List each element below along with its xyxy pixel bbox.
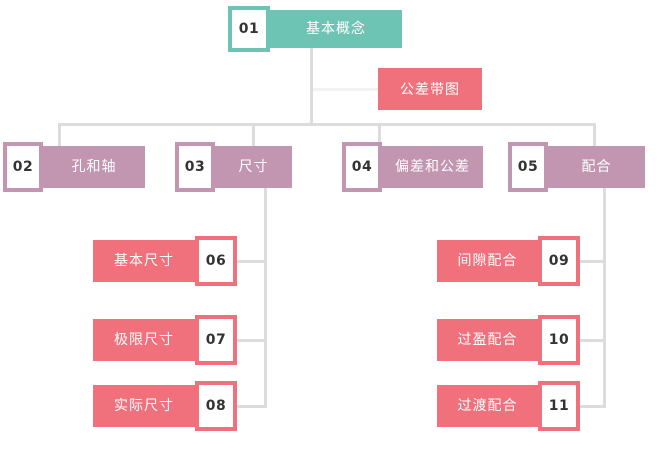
node-03-label: 尺寸 [215,146,292,188]
node-09-number: 09 [538,236,580,286]
connector-branch-11 [580,405,606,408]
connector-drop-03 [252,123,255,146]
node-11-label: 过渡配合 [437,385,538,427]
node-07-label: 极限尺寸 [93,319,195,361]
node-04-label: 偏差和公差 [382,146,483,188]
node-10-label: 过盈配合 [437,319,538,361]
node-03-number: 03 [175,142,215,192]
node-02-number: 02 [3,142,43,192]
connector-drop-02 [58,123,61,146]
node-01-basic-concepts[interactable]: 01 基本概念 [228,6,402,52]
node-10-number: 10 [538,315,580,365]
node-09-label: 间隙配合 [437,240,538,282]
node-05-fit[interactable]: 05 配合 [508,142,645,192]
node-02-hole-and-shaft[interactable]: 02 孔和轴 [3,142,145,192]
connector-drop-04 [378,123,381,146]
node-08-number: 08 [195,381,237,431]
node-07-number: 07 [195,315,237,365]
connector-spine-right [603,188,606,408]
connector-branch-06 [237,260,267,263]
node-04-number: 04 [342,142,382,192]
node-08-actual-size[interactable]: 实际尺寸 08 [93,381,237,431]
node-11-transition-fit[interactable]: 过渡配合 11 [437,381,580,431]
connector-branch-07 [237,339,267,342]
node-09-clearance-fit[interactable]: 间隙配合 09 [437,236,580,286]
node-08-label: 实际尺寸 [93,385,195,427]
node-06-basic-size[interactable]: 基本尺寸 06 [93,236,237,286]
connector-spine-left [264,188,267,408]
connector-root-to-tolerance-chart [313,88,379,91]
connector-branch-08 [237,405,267,408]
connector-drop-05 [593,123,596,146]
node-tolerance-zone-chart[interactable]: 公差带图 [378,68,482,110]
node-04-deviation-and-tolerance[interactable]: 04 偏差和公差 [342,142,483,192]
node-01-number: 01 [228,6,270,52]
node-06-number: 06 [195,236,237,286]
node-10-interference-fit[interactable]: 过盈配合 10 [437,315,580,365]
connector-branch-09 [580,260,606,263]
node-01-label: 基本概念 [270,10,402,48]
node-05-number: 05 [508,142,548,192]
connector-root-vertical [310,48,313,125]
connector-branch-10 [580,339,606,342]
node-05-label: 配合 [548,146,645,188]
node-02-label: 孔和轴 [43,146,145,188]
node-03-dimension[interactable]: 03 尺寸 [175,142,292,192]
node-07-limit-size[interactable]: 极限尺寸 07 [93,315,237,365]
node-06-label: 基本尺寸 [93,240,195,282]
connector-main-bus [58,123,596,126]
node-11-number: 11 [538,381,580,431]
